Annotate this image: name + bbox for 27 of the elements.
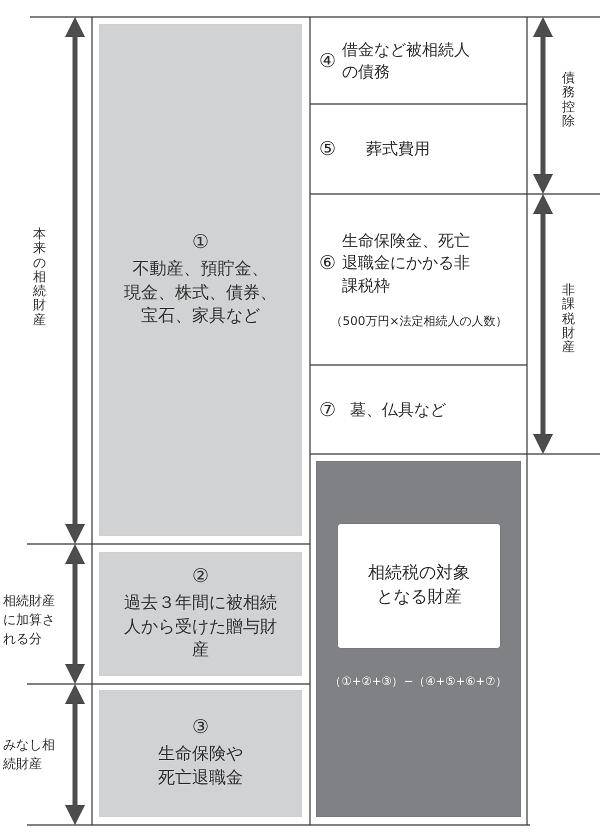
vertical-label: 非課税財産 (562, 284, 575, 356)
asset-block (99, 24, 302, 536)
item-number: ⑥ (319, 252, 336, 275)
item-text: 生命保険や死亡退職金 (156, 743, 244, 790)
formula-text: （①+②+③）−（④+⑤+⑥+⑦） (328, 673, 508, 690)
item-number: ⑦ (319, 398, 336, 422)
item-text: 墓、仏具など (350, 398, 448, 421)
item-number: ⑤ (319, 138, 336, 161)
item-text: 過去３年間に被相続人から受けた贈与財産 (122, 592, 278, 662)
asset-block (99, 552, 302, 676)
item-text: 生命保険金、死亡退職金にかかる非課税枠 (342, 230, 472, 297)
note-text: （500万円×法定相続人の人数） (330, 313, 508, 330)
item-number: ④ (319, 50, 336, 72)
side-label: 相続財産に加算される分 (3, 593, 56, 649)
item-number: ② (192, 564, 210, 588)
side-label: みなし相続財産 (3, 737, 56, 774)
item-number: ① (192, 230, 210, 254)
item-text: 借金など被相続人の債務 (342, 38, 470, 83)
taxable-block (316, 461, 521, 817)
card-text: 相続税の対象となる財産 (367, 562, 471, 609)
item-number: ③ (192, 716, 210, 740)
item-text: 葬式費用 (366, 138, 432, 160)
asset-block (99, 690, 302, 817)
result-card (338, 524, 500, 648)
vertical-label: 本来の相続財産 (33, 228, 46, 328)
item-text: 不動産、預貯金、現金、株式、債券、宝石、家具など (123, 258, 278, 328)
vertical-label: 債務控除 (562, 72, 575, 130)
